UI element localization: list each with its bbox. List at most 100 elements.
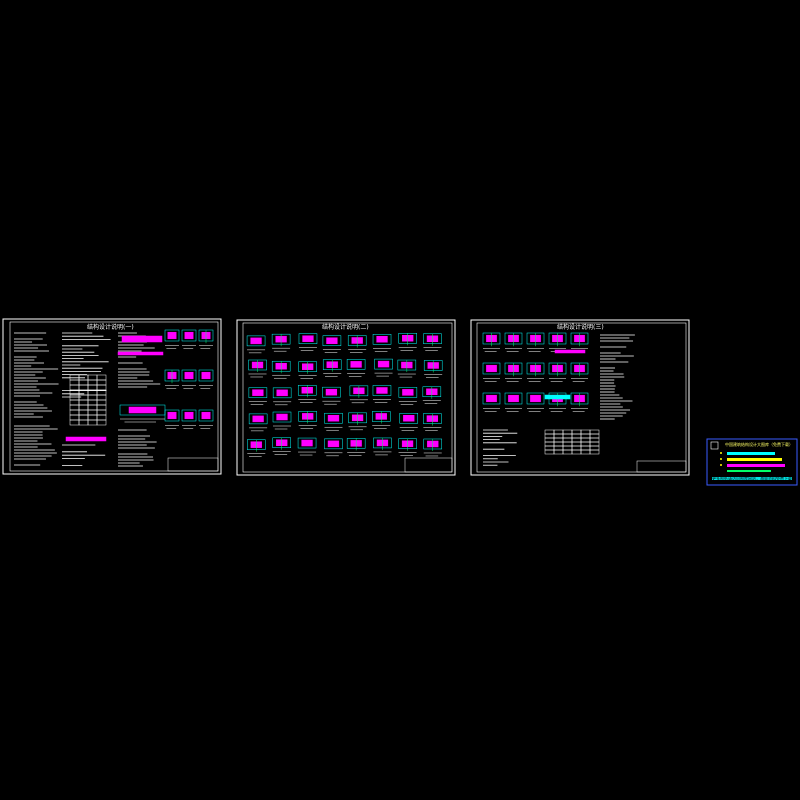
cad-shape bbox=[544, 437, 555, 443]
cad-shape bbox=[486, 394, 497, 403]
drawing-sheet-2[interactable] bbox=[236, 319, 456, 476]
drawing-sheet-1[interactable] bbox=[2, 318, 222, 475]
drawing-sheet-3[interactable] bbox=[470, 319, 690, 476]
sheet-1-content bbox=[14, 329, 214, 467]
cad-shape bbox=[372, 385, 392, 396]
cad-shape bbox=[350, 361, 362, 368]
legend-bullet-3 bbox=[720, 464, 722, 466]
cad-shape bbox=[78, 399, 89, 406]
cad-shape bbox=[553, 449, 564, 455]
cad-shape bbox=[526, 392, 545, 405]
cad-shape bbox=[376, 387, 388, 394]
cad-shape bbox=[164, 409, 180, 422]
cad-shape bbox=[87, 394, 98, 401]
sheet-2-inner-frame bbox=[242, 322, 453, 473]
cad-shape bbox=[301, 439, 313, 447]
cad-shape bbox=[96, 394, 107, 401]
cad-shape bbox=[164, 329, 180, 342]
cad-shape bbox=[96, 409, 107, 416]
cad-shape bbox=[121, 335, 163, 343]
cad-shape bbox=[298, 333, 318, 344]
cad-shape bbox=[87, 414, 98, 421]
cad-shape bbox=[119, 404, 166, 416]
cad-shape bbox=[562, 445, 573, 451]
cad-shape bbox=[252, 389, 264, 396]
cad-shape bbox=[96, 414, 107, 421]
cad-shape bbox=[508, 394, 519, 403]
cad-shape bbox=[96, 379, 107, 386]
cad-shape bbox=[87, 419, 98, 426]
cad-shape bbox=[562, 441, 573, 447]
legend-bullet-1 bbox=[720, 452, 722, 454]
sheet-3-outer-frame bbox=[470, 319, 690, 476]
cad-shape bbox=[276, 389, 288, 397]
cad-shape bbox=[553, 437, 564, 443]
cad-shape bbox=[78, 394, 89, 401]
cad-shape bbox=[69, 404, 80, 411]
cad-shape bbox=[87, 409, 98, 416]
cad-shape bbox=[96, 399, 107, 406]
cad-shape bbox=[78, 409, 89, 416]
cad-shape bbox=[544, 433, 555, 439]
cad-shape bbox=[128, 406, 157, 414]
cad-shape bbox=[544, 441, 555, 447]
cad-shape bbox=[580, 449, 591, 455]
cad-shape bbox=[372, 334, 392, 345]
cad-shape bbox=[482, 392, 501, 405]
sheet-3-inner-frame bbox=[476, 322, 687, 473]
cad-shape bbox=[324, 438, 343, 450]
cad-shape bbox=[325, 388, 338, 396]
cad-shape bbox=[181, 409, 197, 422]
legend-box[interactable] bbox=[706, 438, 798, 486]
cad-shape bbox=[252, 415, 264, 423]
cad-shape bbox=[544, 394, 571, 400]
cad-shape bbox=[272, 387, 292, 399]
cad-shape bbox=[571, 445, 582, 451]
legend-footer-bar bbox=[712, 477, 792, 480]
cad-shape bbox=[346, 359, 366, 370]
cad-shape bbox=[589, 441, 600, 447]
cad-shape bbox=[250, 337, 262, 345]
cad-shape bbox=[571, 441, 582, 447]
cad-shape bbox=[589, 433, 600, 439]
legend-bar-1 bbox=[727, 452, 775, 455]
cad-shape bbox=[302, 335, 314, 342]
cad-shape bbox=[276, 413, 288, 421]
sheet-2-outer-frame bbox=[236, 319, 456, 476]
sheet-3-title: 结构设计说明(三) bbox=[557, 324, 604, 331]
cad-shape bbox=[399, 413, 419, 424]
cad-shape bbox=[403, 415, 415, 422]
cad-shape bbox=[402, 389, 414, 396]
sheet-1-inner-frame bbox=[9, 321, 219, 472]
cad-shape bbox=[580, 445, 591, 451]
cad-shape bbox=[398, 387, 418, 398]
cad-shape bbox=[580, 437, 591, 443]
cad-shape bbox=[562, 449, 573, 455]
legend-bullet-2 bbox=[720, 458, 722, 460]
cad-shape bbox=[78, 379, 89, 386]
cad-shape bbox=[562, 437, 573, 443]
sheet-3-title-block bbox=[636, 460, 687, 473]
legend-bar-4 bbox=[727, 470, 771, 472]
cad-shape bbox=[167, 331, 177, 340]
cad-shape bbox=[374, 358, 393, 370]
cad-shape bbox=[327, 414, 340, 422]
cad-shape bbox=[69, 379, 80, 386]
cad-shape bbox=[246, 335, 266, 347]
cad-shape bbox=[96, 404, 107, 411]
cad-shape bbox=[376, 336, 388, 343]
cad-shape bbox=[553, 429, 564, 435]
cad-shape bbox=[562, 429, 573, 435]
cad-shape bbox=[117, 351, 164, 356]
cad-shape bbox=[78, 384, 89, 391]
cad-shape bbox=[78, 419, 89, 426]
sheet-2-title-block bbox=[404, 457, 453, 473]
cad-shape bbox=[589, 429, 600, 435]
cad-shape bbox=[504, 392, 523, 405]
cad-shape bbox=[201, 371, 211, 380]
cad-shape bbox=[554, 349, 586, 354]
legend-footer: 更多图纸请访问图库网站，海量资料免费下载 bbox=[712, 476, 792, 481]
cad-shape bbox=[571, 449, 582, 455]
cad-shape bbox=[87, 374, 98, 381]
